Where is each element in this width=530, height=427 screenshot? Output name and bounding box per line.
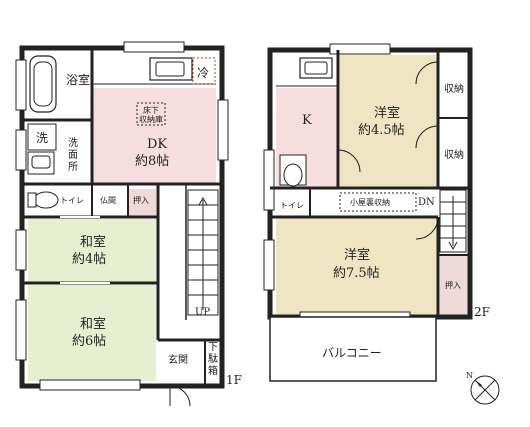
youshitsu-75-name: 洋室 xyxy=(344,247,370,263)
floor-2-label: 2F xyxy=(474,305,490,319)
getabako-label: 下駄箱 xyxy=(208,342,218,377)
window-2f-left2 xyxy=(263,239,275,291)
youshitsu-75-size: 約7.5帖 xyxy=(333,266,380,281)
youshitsu-45-floor xyxy=(340,55,438,188)
youshitsu-75-floor xyxy=(276,217,438,315)
floor-1: 浴室 洗 洗面所 DK 約8帖 冷 床下 収納庫 トイレ 仏間 押入 和室 約4… xyxy=(15,41,242,407)
genkan-label: 玄関 xyxy=(168,353,188,366)
window-1f-bath xyxy=(15,59,27,111)
underfloor-label-1: 床下 xyxy=(143,105,159,115)
washroom-label: 洗面所 xyxy=(68,137,78,173)
dk-floor xyxy=(92,88,216,184)
stairs-1f xyxy=(187,189,219,316)
washer-box xyxy=(27,123,57,151)
attic-label: 小屋裏収納 xyxy=(350,197,390,207)
window-1f-bottom xyxy=(39,379,141,391)
window-2f-left xyxy=(263,149,275,211)
wash-mark-label: 洗 xyxy=(36,131,48,145)
washitsu-6-floor xyxy=(28,285,156,381)
compass: N xyxy=(466,371,500,405)
storage-1-label: 収納 xyxy=(444,82,464,95)
fridge-label: 冷 xyxy=(197,66,209,80)
attic-storage-box xyxy=(339,192,417,212)
youshitsu-45-size: 約4.5帖 xyxy=(358,123,405,138)
storage-2-label: 収納 xyxy=(444,148,464,161)
toilet-2f-label: トイレ xyxy=(280,201,304,210)
washitsu-6-size: 約6帖 xyxy=(72,334,106,349)
toilet-1f xyxy=(33,191,59,209)
balcony-label: バルコニー xyxy=(322,346,382,360)
floor-2: K 洋室 約4.5帖 収納 収納 トイレ 小屋裏収納 DN 洋室 約7.5帖 押… xyxy=(263,43,490,382)
oshiire-2f-label: 押入 xyxy=(445,280,461,290)
dk-name: DK xyxy=(147,137,167,152)
window-1f-w4 xyxy=(15,229,27,271)
youshitsu-45-name: 洋室 xyxy=(374,105,400,121)
window-1f-w6 xyxy=(15,299,27,361)
oshiire-2f-floor xyxy=(440,255,468,315)
window-1f-wash xyxy=(15,129,27,171)
underfloor-storage-box xyxy=(136,102,166,126)
washitsu-4-floor xyxy=(28,219,156,282)
washitsu-6-name: 和室 xyxy=(80,316,106,332)
balcony xyxy=(269,316,437,382)
underfloor-label-2: 収納庫 xyxy=(139,114,163,124)
floor-1-label: 1F xyxy=(226,373,242,387)
up-label: UP xyxy=(195,307,210,318)
bath-label: 浴室 xyxy=(66,72,90,87)
window-1f-top xyxy=(123,41,185,53)
oshiire-1f-floor xyxy=(128,189,156,217)
washitsu-4-size: 約4帖 xyxy=(72,252,106,267)
dk-size: 約8帖 xyxy=(135,154,169,169)
window-2f-top xyxy=(329,43,391,55)
dn-label: DN xyxy=(418,197,435,208)
stairs-2f xyxy=(439,189,467,253)
butsuma-label: 仏間 xyxy=(100,196,116,205)
toilet-1f-label: トイレ xyxy=(60,196,84,205)
window-1f-right xyxy=(217,99,229,161)
north-label: N xyxy=(466,371,473,380)
oshiire-1f-label: 押入 xyxy=(133,195,149,205)
washitsu-4-name: 和室 xyxy=(80,234,106,250)
kitchen-2f-label: K xyxy=(302,113,312,128)
